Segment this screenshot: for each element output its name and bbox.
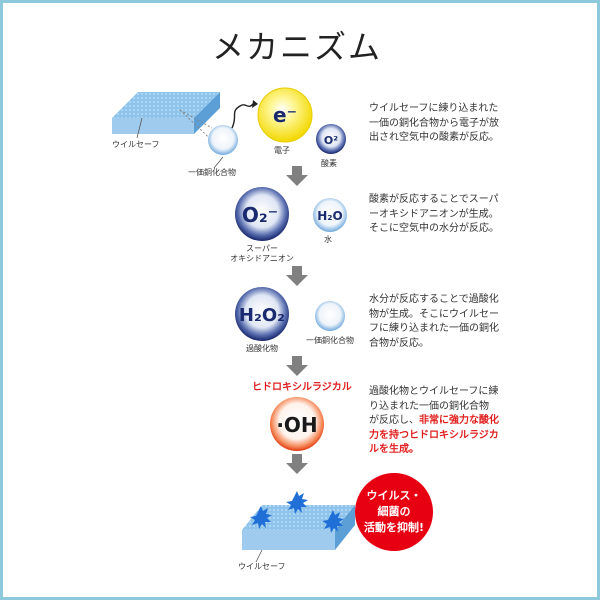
peroxide-symbol: H₂O₂ [239,305,285,326]
uil-safe-label-bottom: ウイルセーフ [238,562,286,572]
copper-label-mid: 一価銅化合物 [306,336,354,346]
copper-label-top: 一価銅化合物 [188,168,236,178]
hydroxyl-radical-label: ヒドロキシルラジカル [252,378,352,393]
copper-sphere-top [208,125,238,155]
step4-description: 過酸化物とウイルセーフに練 り込まれた一価の銅化合物 が反応し、非常に強力な酸化… [369,385,499,458]
uil-safe-label-top: ウイルセーフ [112,140,160,150]
down-arrow-3 [286,356,308,376]
oxygen-label: 酸素 [321,159,337,169]
emit-arrow [232,104,253,128]
oxygen-symbol: O² [324,134,338,147]
down-arrow-2 [286,266,308,286]
water-symbol: H₂O [317,209,343,223]
peroxide-label: 過酸化物 [246,344,278,354]
emit-arrow-head [252,100,258,108]
electron-symbol: e⁻ [273,103,297,127]
step1-description: ウイルセーフに練り込まれた 一価の銅化合物から電子が放 出され空気中の酸素が反応… [369,102,499,146]
water-label: 水 [324,235,332,245]
hydroxyl-symbol: ·OH [276,413,317,437]
copper-sphere-mid [315,301,345,331]
uil-safe-surface-top [112,92,220,134]
step3-description: 水分が反応することで過酸化 物が生成。そこにウイルセー フに練り込まれた一価の銅… [369,293,499,351]
step2-description: 酸素が反応することでスーパ ーオキシドアニオンが生成。 そこに空気中の水分が反応… [369,193,499,237]
superoxide-label: スーパー オキシドアニオン [226,244,298,264]
down-arrow-4 [286,454,308,474]
down-arrow-1 [286,166,308,186]
virus-suppression-badge: ウイルス・ 細菌の 活動を抑制! [355,473,433,551]
uil-safe-pointer-bottom [256,550,262,562]
superoxide-symbol: O₂⁻ [242,203,278,227]
electron-label: 電子 [274,146,290,156]
copper-pointer-top [214,157,223,168]
